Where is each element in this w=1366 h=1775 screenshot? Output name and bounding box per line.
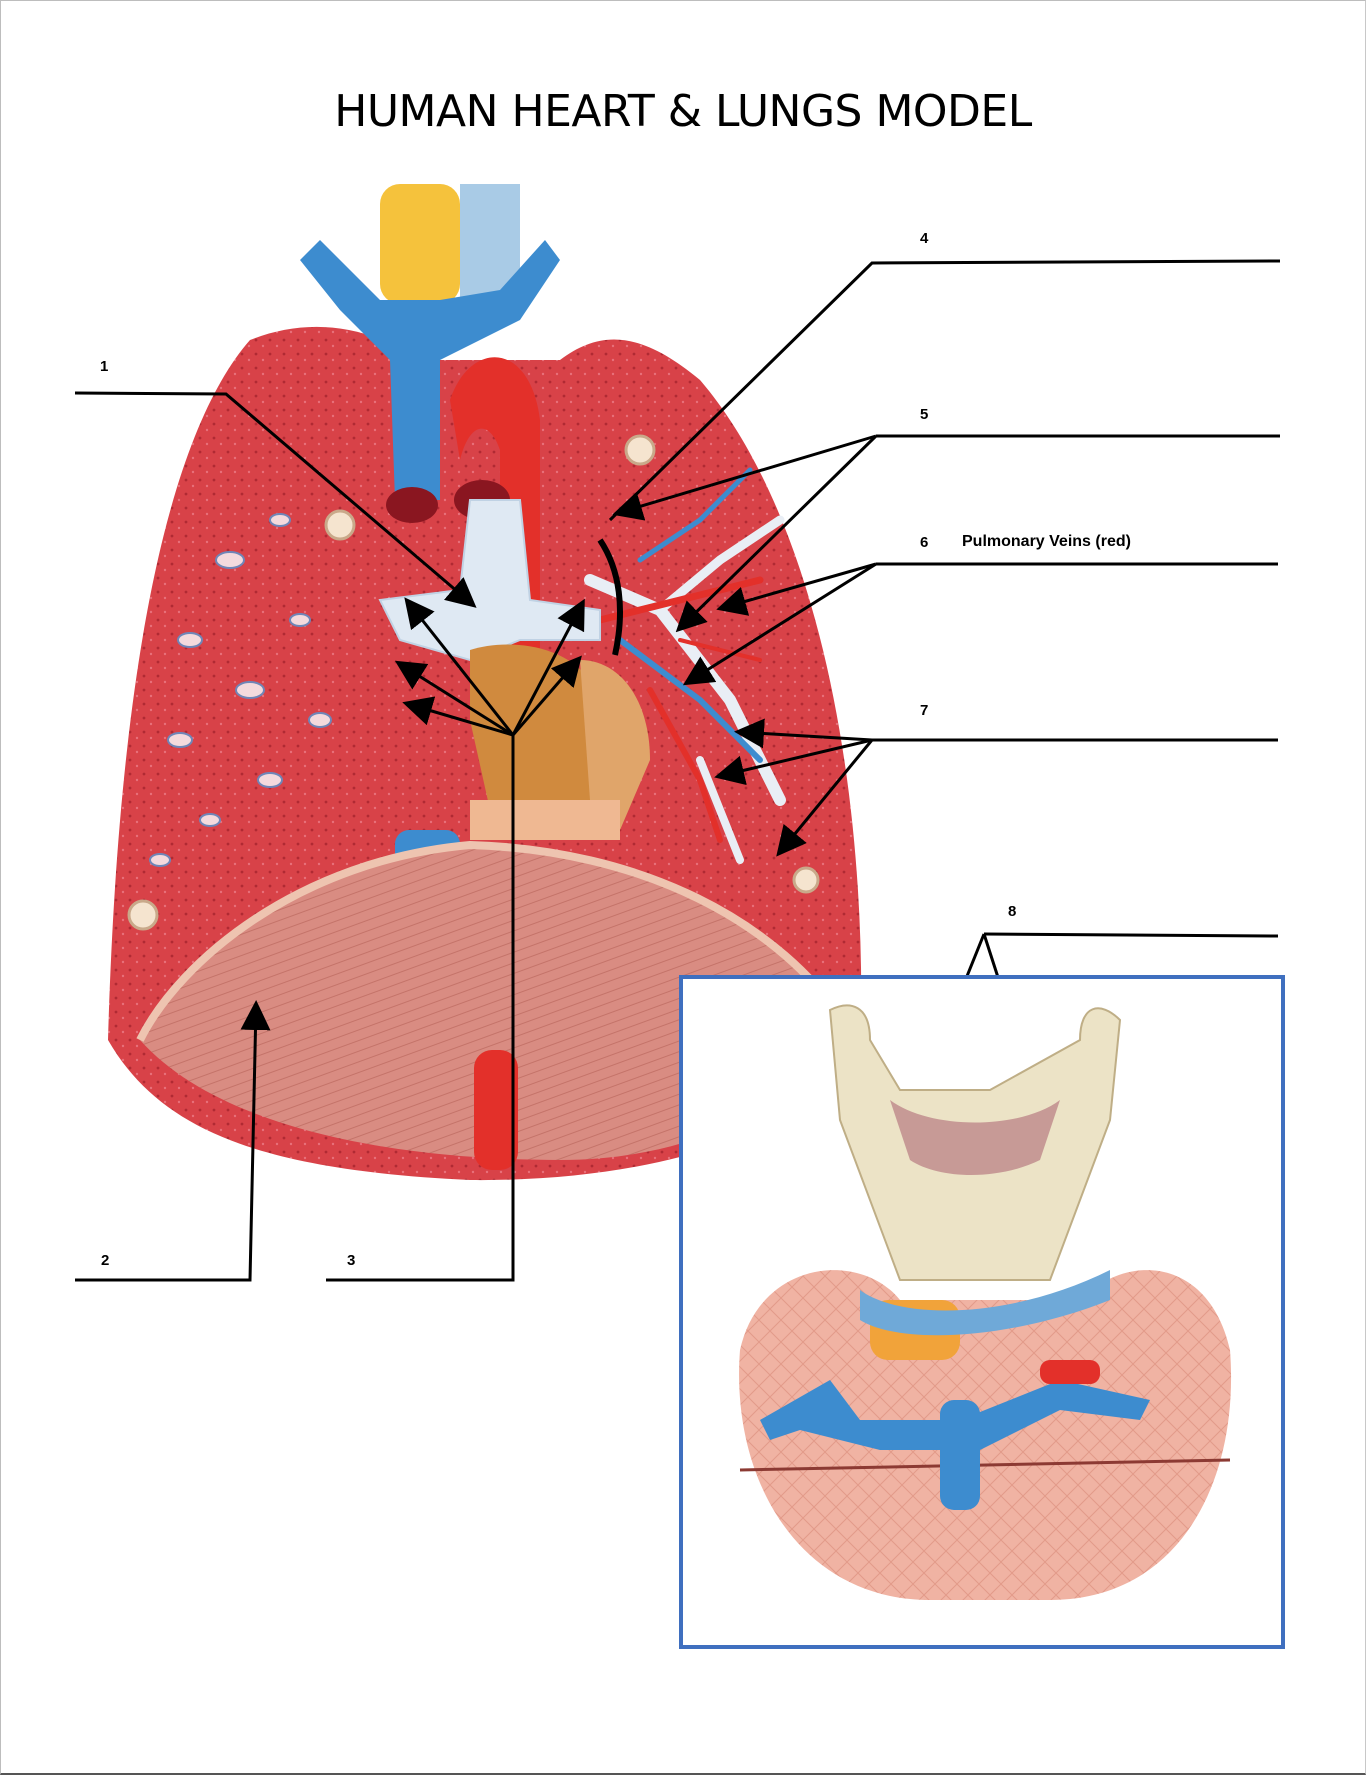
inset-fissure: [739, 1458, 1231, 1472]
leader-4: [608, 259, 1281, 522]
inset-larynx-interior: [890, 1100, 1060, 1175]
vessel-opening: [386, 487, 438, 523]
leader-3-branch: [511, 598, 585, 736]
right-lung-bronchi: [584, 467, 786, 864]
heart-cut: [580, 660, 650, 830]
diaphragm: [140, 845, 850, 1160]
left-lung-section: [149, 513, 332, 867]
heart: [470, 644, 600, 824]
label-8-number: 8: [1008, 903, 1017, 920]
label-1-number: 1: [100, 358, 109, 375]
trachea-top: [380, 184, 460, 304]
label-5-number: 5: [920, 406, 929, 423]
leader-3: [326, 735, 515, 1282]
label-2-number: 2: [101, 1252, 110, 1269]
label-4-number: 4: [920, 230, 929, 247]
leader-6-branch: [682, 562, 877, 686]
superior-vena-cava: [300, 240, 560, 500]
inset-veins: [760, 1380, 1150, 1450]
label-6-answer: Pulmonary Veins (red): [962, 533, 1131, 550]
bracket-4: [597, 538, 623, 656]
leader-5-branch: [675, 434, 878, 633]
lung-nodule: [127, 899, 159, 931]
lung-nodule: [624, 434, 656, 466]
inset-thyroid-blue: [860, 1270, 1110, 1336]
label-6-number: 6: [920, 534, 929, 551]
inset-artery: [1040, 1360, 1100, 1384]
esophagus-band: [470, 800, 620, 840]
leader-2: [75, 1000, 271, 1282]
leader-3-branch: [394, 660, 514, 737]
inset-model: [679, 975, 1285, 1649]
leader-3-branch: [511, 655, 582, 736]
leader-3-branch: [402, 696, 514, 737]
leader-8: [983, 932, 1279, 938]
trachea-bronchi: [378, 499, 601, 662]
leader-6-branch: [716, 562, 877, 616]
inset-trachea-vessel: [940, 1400, 980, 1510]
aorta-descending: [474, 1050, 518, 1170]
leader-7-branch: [776, 739, 874, 857]
lung-nodule: [792, 866, 820, 894]
leader-5-branch: [612, 434, 877, 521]
leader-7-branch: [734, 718, 873, 749]
leader-3-branch: [404, 597, 515, 736]
leader-1: [74, 391, 477, 608]
lung-nodule: [324, 509, 356, 541]
main-model: [108, 184, 862, 1181]
page-title: HUMAN HEART & LUNGS MODEL: [334, 86, 1032, 137]
label-3-number: 3: [347, 1252, 356, 1269]
diaphragm-rim: [136, 840, 854, 1042]
label-7-number: 7: [920, 702, 929, 719]
leader-7-branch: [714, 738, 873, 786]
